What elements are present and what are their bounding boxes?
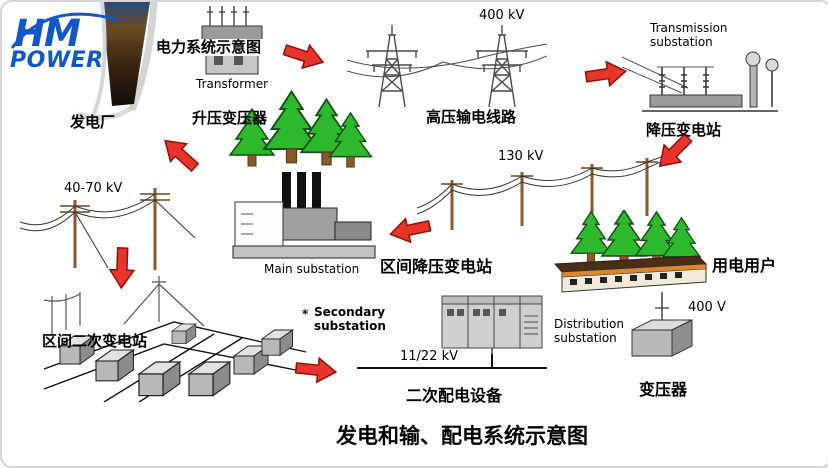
label-district-secondary: 区间二次变电站 bbox=[42, 332, 148, 350]
transmission-towers-illustration bbox=[347, 24, 547, 108]
label-400v: 400 V bbox=[688, 300, 726, 315]
label-power-plant: 发电厂 bbox=[70, 113, 116, 131]
flow-arrow-4 bbox=[387, 213, 433, 247]
label-system-title: 电力系统示意图 bbox=[154, 38, 264, 57]
label-4070kv: 40-70 kV bbox=[64, 181, 123, 196]
label-1122kv: 11/22 kV bbox=[400, 349, 459, 364]
line-4070kv-illustration bbox=[20, 188, 195, 270]
label-distribution-substation: Distribution substation bbox=[554, 317, 625, 345]
lv-transformer-illustration bbox=[631, 302, 693, 357]
label-step-up-transformer: 升压变压器 bbox=[192, 109, 268, 127]
distribution-cabinet-illustration bbox=[441, 295, 543, 360]
label-step-down-substation: 降压变电站 bbox=[646, 121, 722, 139]
flow-arrow-7 bbox=[294, 355, 338, 385]
line-130kv-illustration bbox=[417, 151, 672, 230]
label-secondary-substation: Secondary substation bbox=[314, 305, 386, 333]
label-hv-lines: 高压输电线路 bbox=[426, 108, 517, 126]
logo-power-text: POWER bbox=[10, 48, 104, 73]
flow-arrow-6 bbox=[108, 246, 136, 290]
flow-arrow-5 bbox=[156, 130, 204, 178]
diagram-caption: 发电和输、配电系统示意图 bbox=[336, 424, 588, 448]
label-consumers: 用电用户 bbox=[712, 256, 777, 275]
bus-11-22kv-line bbox=[357, 367, 547, 369]
consumers-building-illustration bbox=[553, 210, 708, 302]
label-130kv: 130 kV bbox=[498, 149, 544, 164]
flow-arrow-2 bbox=[583, 58, 629, 90]
label-transformer-en: Transformer bbox=[196, 77, 269, 91]
label-district-step-down: 区间降压变电站 bbox=[380, 257, 493, 276]
cabinet-feeder-line bbox=[491, 354, 493, 368]
label-400kv: 400 kV bbox=[479, 8, 525, 23]
industrial-area-illustration bbox=[44, 276, 307, 402]
label-main-substation: Main substation bbox=[264, 262, 360, 276]
flow-arrow-1 bbox=[280, 37, 328, 75]
label-secondary-distribution: 二次配电设备 bbox=[406, 386, 503, 405]
logo-swoosh-icon bbox=[10, 12, 119, 49]
main-substation-illustration bbox=[232, 172, 376, 259]
label-asterisk: * bbox=[302, 307, 309, 321]
transmission-substation-illustration bbox=[622, 51, 779, 112]
label-transformer-cn: 变压器 bbox=[639, 380, 688, 399]
label-transmission-substation: Transmission substation bbox=[650, 21, 728, 49]
logo-hm-text: HM bbox=[14, 12, 81, 55]
